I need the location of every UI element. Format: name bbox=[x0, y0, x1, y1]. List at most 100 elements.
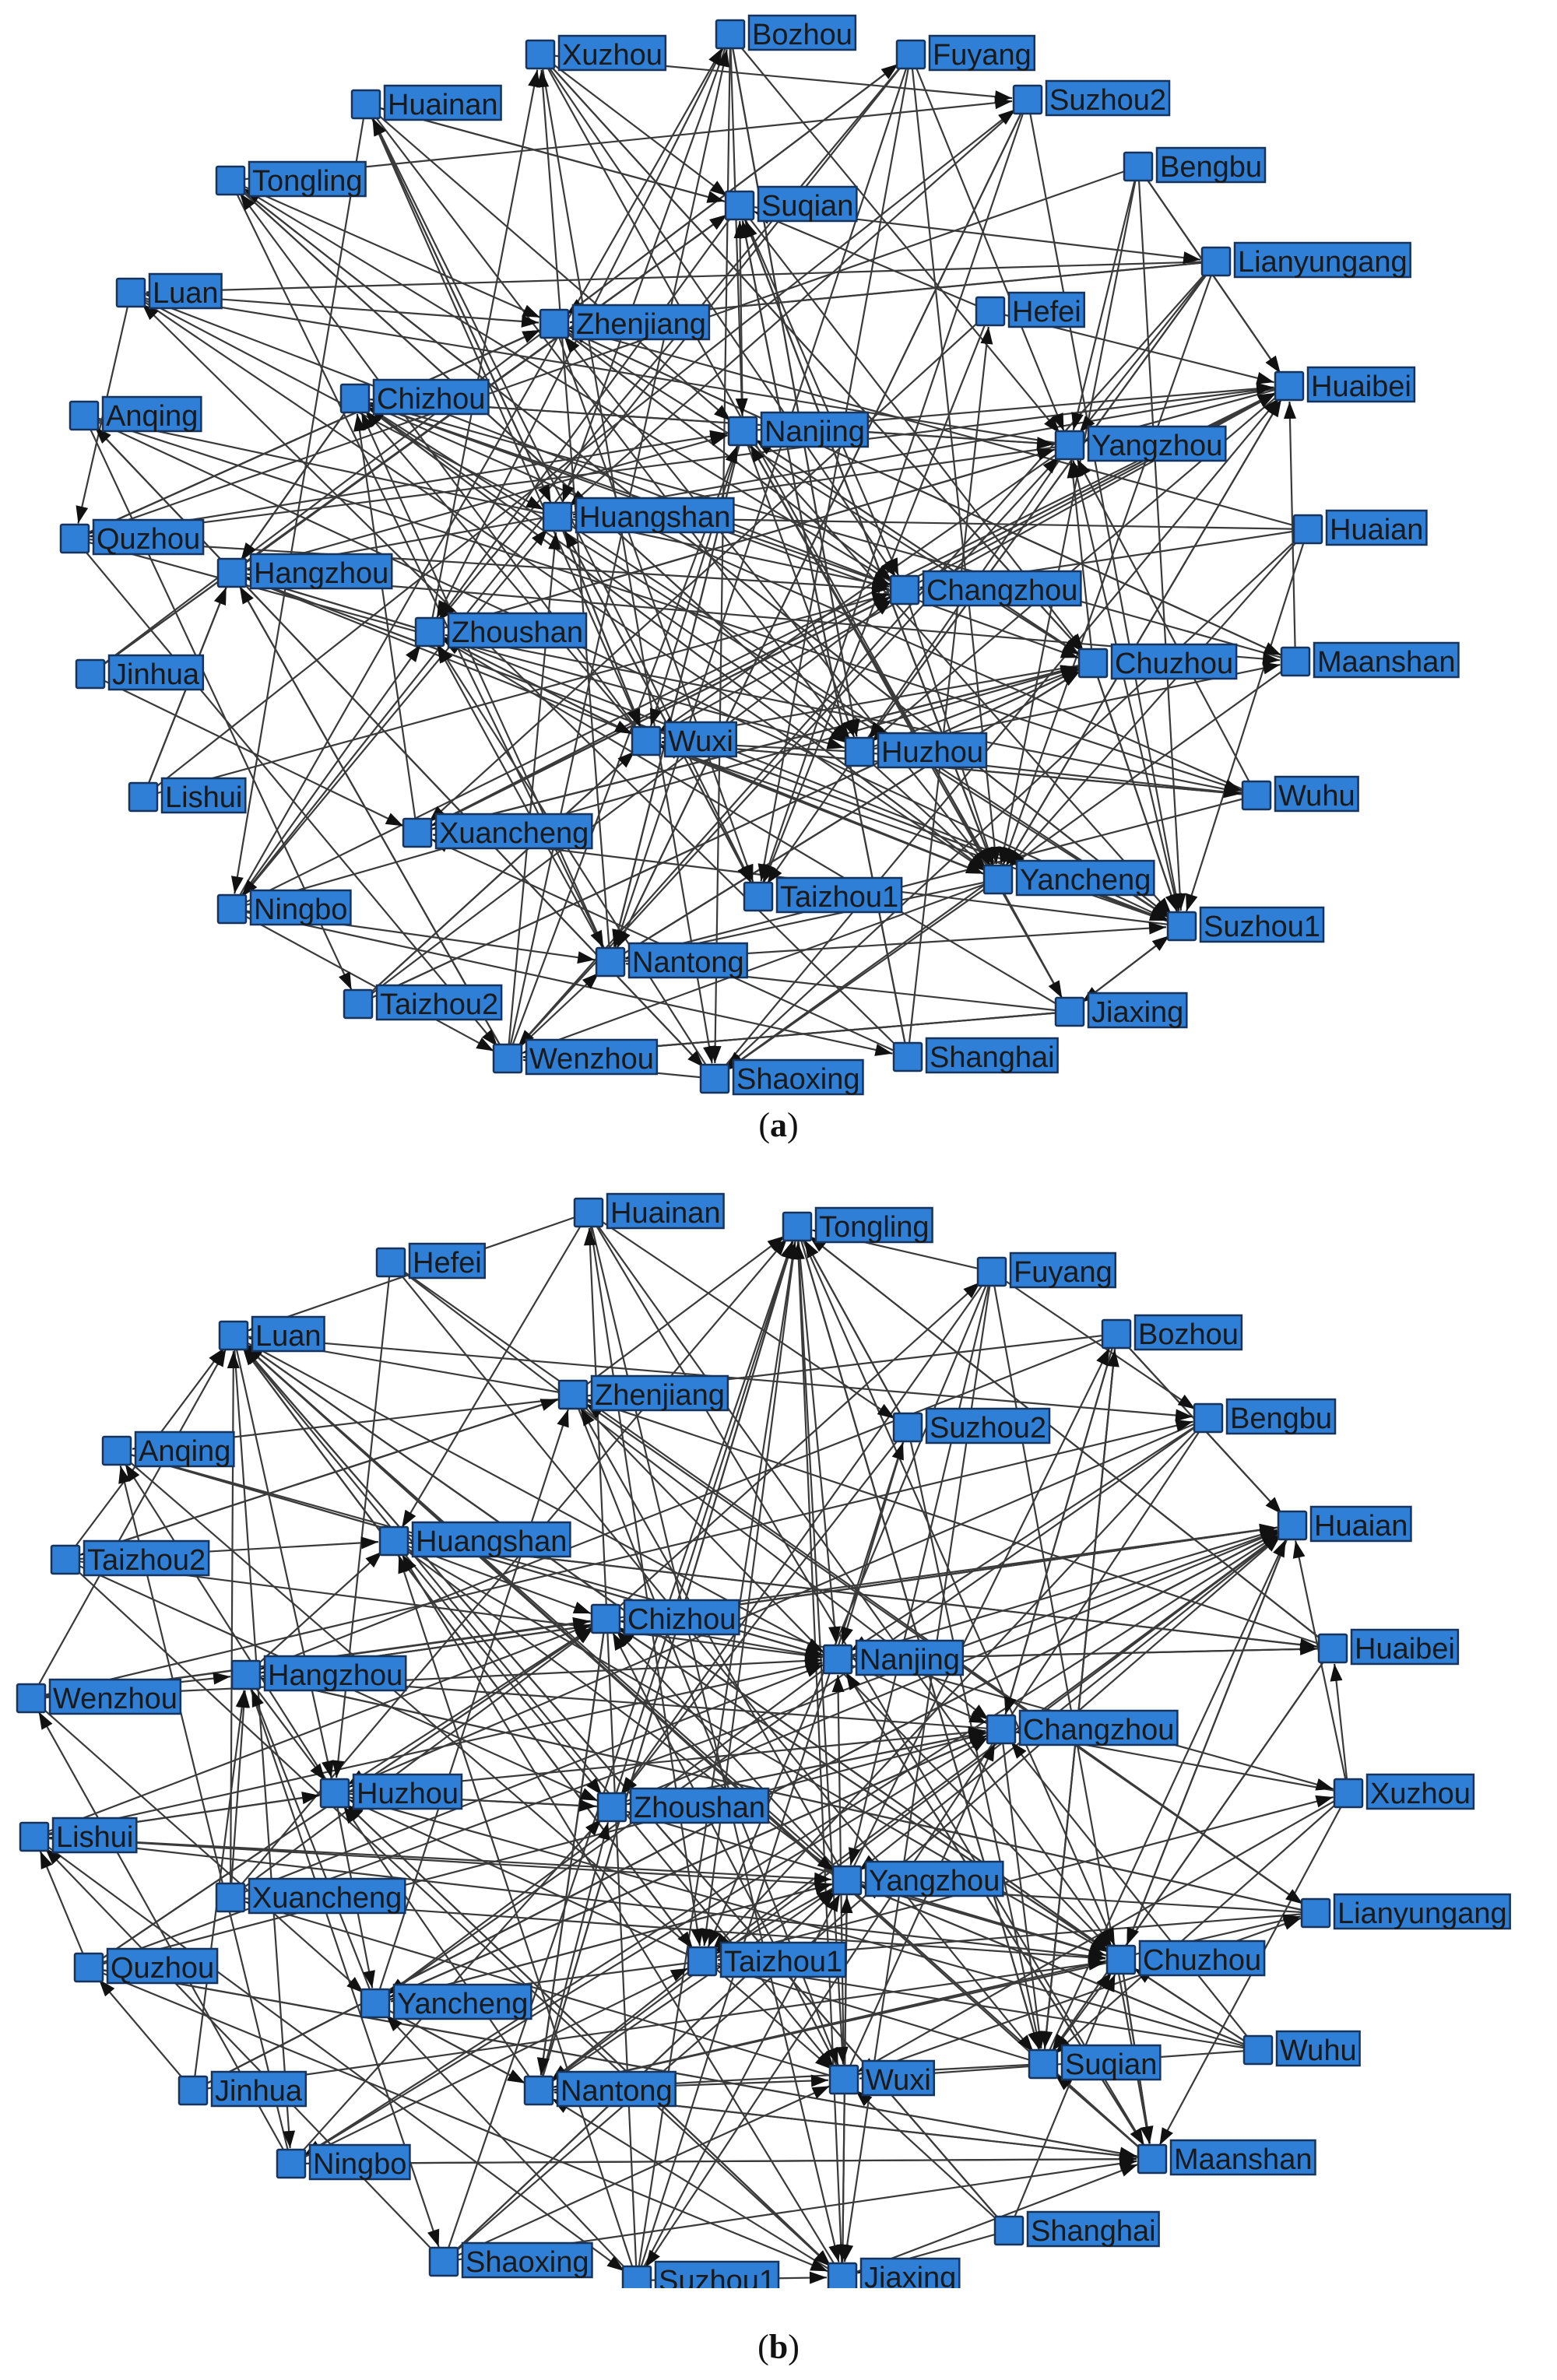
edge-wuhu-to-chizhou bbox=[368, 404, 1257, 797]
edge-lianyungang-to-yangzhou bbox=[1078, 261, 1217, 434]
node-label: Wenzhou bbox=[529, 1043, 654, 1076]
node-shaoxing: Shaoxing bbox=[428, 2241, 593, 2279]
node-label-background bbox=[1110, 643, 1238, 680]
node-bengbu: Bengbu bbox=[1193, 1398, 1337, 1435]
edge-shaoxing-to-huaibei bbox=[714, 397, 1281, 1079]
edge-lianyungang-to-hangzhou bbox=[261, 1677, 1316, 1915]
arrowhead-icon bbox=[427, 2228, 440, 2248]
edge-quzhou-to-jiaxing bbox=[88, 1966, 828, 2273]
node-label-background bbox=[629, 1787, 770, 1824]
node-square-icon bbox=[782, 1211, 813, 1242]
edge-huaian-to-yangzhou bbox=[858, 1525, 1293, 1872]
edge-suzhou1-to-yangzhou bbox=[1072, 460, 1183, 927]
edge-chuzhou-to-luan bbox=[245, 1343, 1122, 1961]
arrowhead-icon bbox=[886, 557, 899, 576]
edge-wenzhou-to-nanjing bbox=[506, 445, 739, 1059]
node-label: Shanghai bbox=[930, 1041, 1055, 1074]
edge-jinhua-to-xuancheng bbox=[90, 673, 404, 827]
edge-bozhou-to-yangzhou bbox=[729, 33, 1061, 434]
node-label-background bbox=[83, 1539, 210, 1577]
node-square-icon bbox=[525, 39, 556, 70]
edge-shaoxing-to-lishui bbox=[44, 1847, 445, 2262]
arrowhead-icon bbox=[525, 496, 544, 510]
arrowhead-icon bbox=[1256, 382, 1274, 395]
node-square-icon bbox=[986, 1714, 1017, 1745]
arrowhead-icon bbox=[241, 879, 258, 897]
node-label: Maanshan bbox=[1174, 2143, 1312, 2176]
edge-zhenjiang-to-taizhou1 bbox=[553, 323, 754, 883]
node-tongling: Tongling bbox=[782, 1206, 933, 1244]
node-label-background bbox=[375, 984, 503, 1021]
arrowhead-icon bbox=[1130, 2127, 1144, 2146]
node-square-icon bbox=[892, 1041, 923, 1072]
node-hefei: Hefei bbox=[975, 291, 1085, 328]
node-zhoushan: Zhoushan bbox=[596, 1787, 770, 1824]
arrowhead-icon bbox=[1141, 2126, 1154, 2144]
arrowhead-icon bbox=[708, 1929, 721, 1947]
edge-fuyang-to-bengbu bbox=[991, 1271, 1197, 1410]
edge-changzhou-to-yancheng bbox=[903, 589, 994, 865]
arrowhead-icon bbox=[810, 2259, 828, 2272]
edge-yangzhou-to-zhenjiang bbox=[579, 1407, 848, 1881]
edge-huangshan-to-zhoushan bbox=[393, 1540, 603, 1796]
node-label: Huaian bbox=[1314, 1510, 1408, 1543]
node-jiaxing: Jiaxing bbox=[827, 2257, 961, 2288]
node-square-icon bbox=[339, 383, 371, 414]
edge-huaian-to-ningbo bbox=[304, 1525, 1293, 2157]
node-chuzhou: Chuzhou bbox=[1105, 1939, 1266, 1977]
arrowhead-icon bbox=[998, 109, 1016, 125]
node-label-background bbox=[1045, 79, 1171, 117]
edge-taizhou2-to-zhenjiang bbox=[65, 1399, 559, 1561]
node-label-background bbox=[925, 1037, 1059, 1074]
node-label-background bbox=[557, 34, 667, 72]
arrowhead-icon bbox=[507, 2069, 525, 2083]
node-label: Taizhou1 bbox=[724, 1946, 842, 1978]
node-label-background bbox=[1133, 1314, 1243, 1351]
node-square-icon bbox=[743, 881, 774, 912]
arrowhead-icon bbox=[826, 2047, 838, 2066]
edge-ningbo-to-shanghai bbox=[231, 907, 893, 1055]
edge-wenzhou-to-hangzhou bbox=[238, 585, 508, 1059]
node-label-background bbox=[623, 1599, 740, 1636]
node-hefei: Hefei bbox=[375, 1242, 486, 1280]
arrowhead-icon bbox=[994, 97, 1013, 110]
edge-nanjing-to-wuxi bbox=[649, 430, 744, 727]
node-label-background bbox=[251, 1315, 325, 1353]
node-label: Wenzhou bbox=[53, 1683, 177, 1715]
edge-xuancheng-to-hangzhou bbox=[229, 1690, 246, 1898]
arrowhead-icon bbox=[809, 1236, 827, 1252]
node-label-background bbox=[383, 84, 502, 121]
arrowhead-icon bbox=[1044, 416, 1060, 434]
edge-chizhou-to-huzhou bbox=[347, 1618, 606, 1786]
edge-chizhou-to-fuyang bbox=[605, 1281, 981, 1620]
edge-suzhou1-to-suzhou2 bbox=[635, 1441, 904, 2281]
node-luan: Luan bbox=[218, 1315, 325, 1353]
node-fuyang: Fuyang bbox=[895, 34, 1035, 72]
node-xuancheng: Xuancheng bbox=[402, 813, 593, 850]
node-label-background bbox=[249, 553, 393, 590]
arrowhead-icon bbox=[343, 1806, 359, 1824]
arrowhead-icon bbox=[1148, 921, 1167, 935]
node-nantong: Nantong bbox=[523, 2070, 677, 2108]
edge-yancheng-to-wuxi bbox=[660, 746, 999, 881]
node-label-background bbox=[106, 1947, 219, 1985]
node-label-background bbox=[556, 2070, 677, 2108]
arrowhead-icon bbox=[810, 2074, 829, 2087]
edge-nantong-to-huzhou bbox=[343, 1805, 540, 2091]
node-label-background bbox=[928, 34, 1035, 72]
node-label-background bbox=[590, 1374, 729, 1412]
node-label: Nantong bbox=[632, 946, 744, 979]
node-square-icon bbox=[557, 1379, 589, 1410]
node-square-icon bbox=[1166, 911, 1197, 942]
node-huainan: Huainan bbox=[350, 84, 502, 121]
node-label: Luan bbox=[153, 277, 219, 310]
node-label: Suzhou2 bbox=[930, 1412, 1046, 1444]
edge-shanghai-to-chuzhou bbox=[1007, 1974, 1116, 2231]
edge-wenzhou-to-bengbu bbox=[30, 1420, 1193, 1700]
edge-huainan-to-ningbo bbox=[234, 104, 367, 894]
edge-zhoushan-to-yangzhou bbox=[429, 448, 1056, 634]
edge-wuhu-to-yangzhou bbox=[1076, 458, 1257, 796]
edge-wuhu-to-nantong bbox=[625, 794, 1257, 960]
edge-suzhou1-to-chizhou bbox=[367, 405, 1183, 927]
node-square-icon bbox=[631, 725, 662, 756]
